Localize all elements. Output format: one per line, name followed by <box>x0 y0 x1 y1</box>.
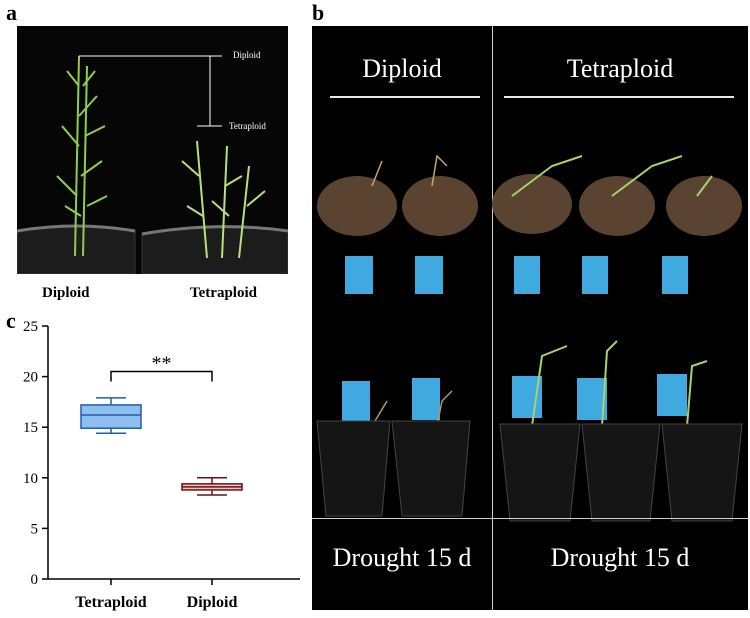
significance-label: ** <box>152 353 172 375</box>
y-tick-label: 10 <box>23 471 38 487</box>
marker-label-tetraploid: Tetraploid <box>229 121 266 131</box>
y-tick-label: 15 <box>23 420 38 436</box>
plant-photo-a <box>16 55 289 275</box>
drought-photo-b <box>316 154 743 522</box>
footer-tetraploid: Drought 15 d <box>550 543 690 572</box>
header-tetraploid: Tetraploid <box>566 54 674 83</box>
bottom-row-pots <box>316 340 743 522</box>
significance-bracket <box>110 370 213 382</box>
panel-b-letter: b <box>312 0 325 25</box>
header-underline-left <box>330 96 480 98</box>
marker-label-diploid: Diploid <box>233 50 261 60</box>
tetraploid-pot <box>141 226 289 275</box>
panel-c-letter: c <box>6 308 16 333</box>
caption-tetraploid: Tetraploid <box>190 285 257 301</box>
tetraploid-plant <box>181 140 266 259</box>
panel-b-divider <box>492 26 493 610</box>
caption-diploid: Diploid <box>42 285 90 301</box>
footer-diploid: Drought 15 d <box>332 543 472 572</box>
x-tick-label-diploid: Diploid <box>187 594 238 611</box>
y-tick-label: 5 <box>31 521 39 537</box>
box-tetraploid <box>80 404 142 429</box>
height-marker-lines <box>79 55 222 127</box>
header-underline-right <box>504 96 734 98</box>
y-tick-label: 0 <box>31 572 39 588</box>
x-tick-label-tetraploid: Tetraploid <box>75 594 147 611</box>
plant-tags <box>345 256 688 294</box>
y-tick-label: 25 <box>23 319 38 335</box>
header-diploid: Diploid <box>362 54 442 83</box>
panel-b-photo: Diploid Tetraploid <box>312 26 748 610</box>
y-tick-label: 20 <box>23 370 38 386</box>
footer-top-line <box>312 518 748 519</box>
panel-a-letter: a <box>6 0 17 25</box>
panel-a-photo: Diploid Tetraploid <box>16 26 289 275</box>
top-row-pots <box>317 154 742 236</box>
diploid-plant <box>56 55 108 257</box>
